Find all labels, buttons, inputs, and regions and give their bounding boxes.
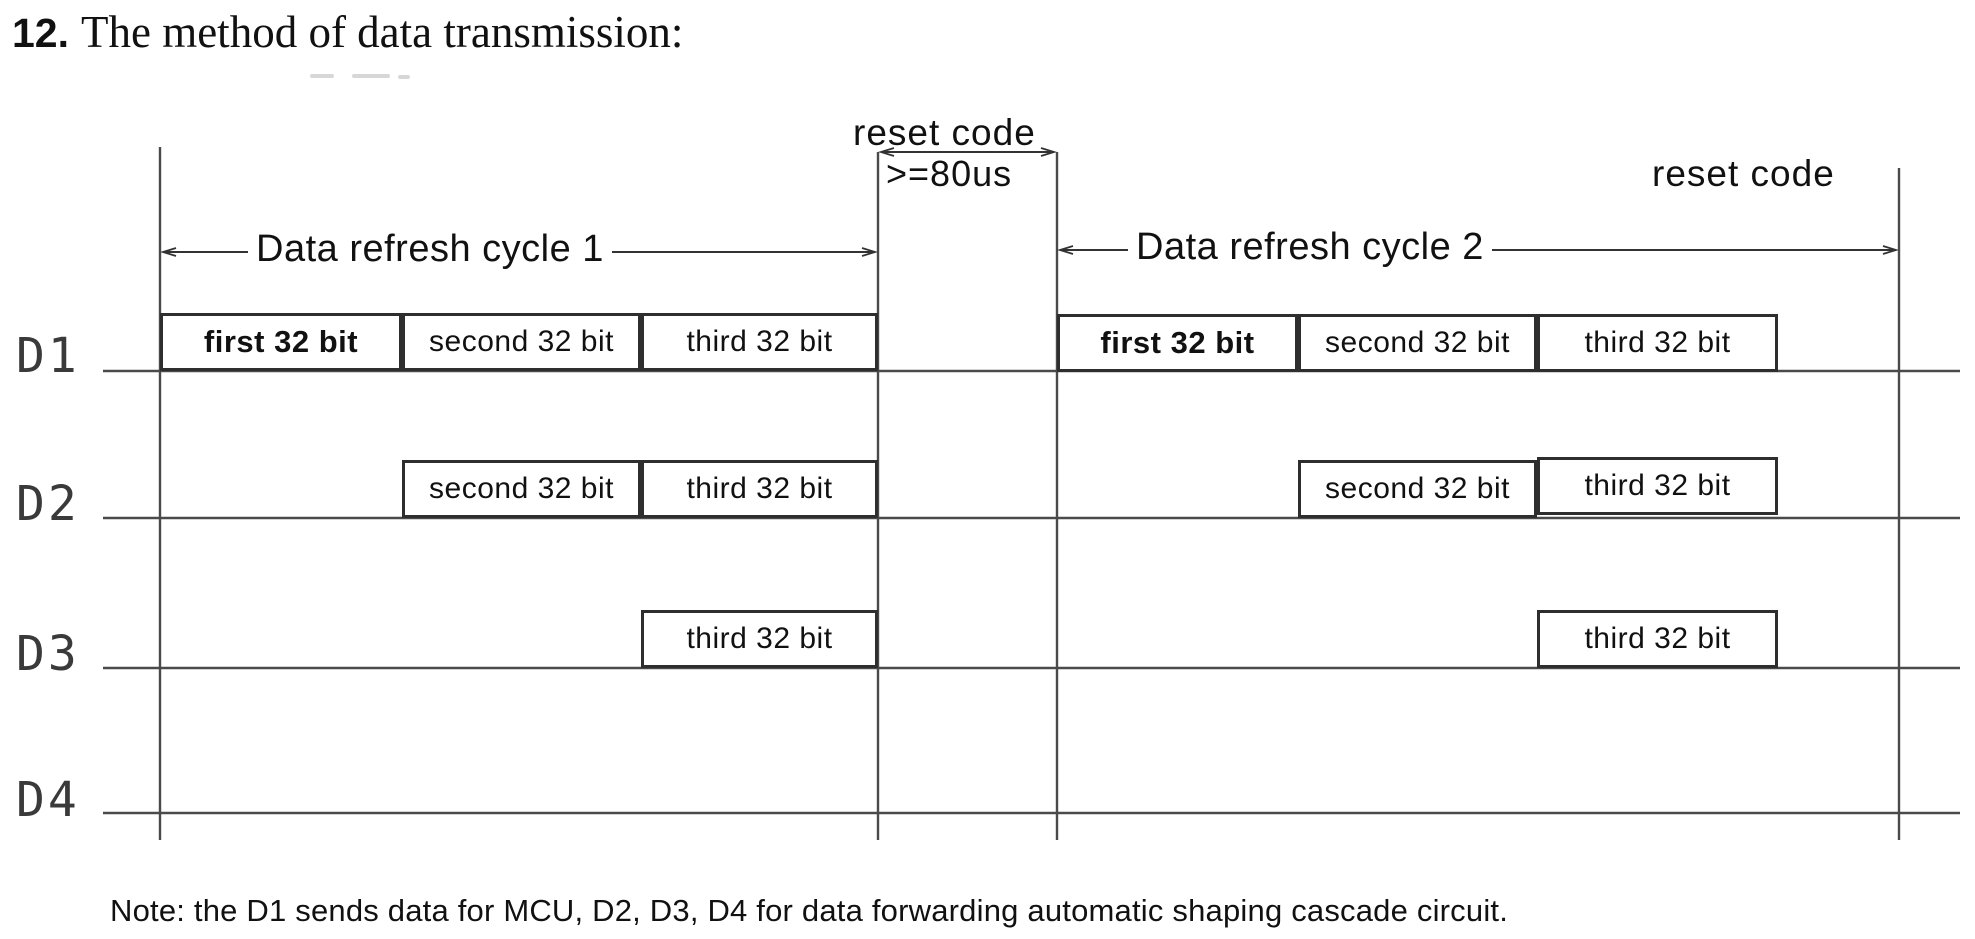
signal-baselines [103, 369, 1960, 815]
d1-cycle1-second-32bit-box: second 32 bit [402, 313, 641, 371]
section-number: 12. [12, 10, 69, 56]
section-title: 12. The method of data transmission: [12, 6, 683, 58]
d2-cycle1-second-32bit-box: second 32 bit [402, 460, 641, 518]
scan-smudge [352, 74, 390, 78]
d3-cycle2-third-32bit-box: third 32 bit [1537, 610, 1778, 668]
d1-cycle1-first-32bit-box: first 32 bit [160, 313, 402, 371]
row-label-d4: D4 [16, 772, 80, 828]
d1-cycle2-third-32bit-box: third 32 bit [1537, 314, 1778, 372]
cycle1-label: Data refresh cycle 1 [248, 228, 612, 271]
d3-cycle1-third-32bit-box: third 32 bit [641, 610, 878, 668]
reset-code-top-label: reset code [853, 112, 1036, 153]
row-label-d3: D3 [16, 626, 80, 682]
section-title-text: The method of data transmission: [81, 7, 684, 57]
d2-cycle2-second-32bit-box: second 32 bit [1298, 460, 1537, 518]
vertical-timeline-markers [158, 147, 1901, 840]
row-label-d1: D1 [16, 328, 80, 384]
reset-duration-label: >=80us [886, 153, 1013, 194]
scan-smudge [398, 75, 410, 79]
scan-smudge [310, 74, 334, 78]
cycle2-label: Data refresh cycle 2 [1128, 226, 1492, 269]
d1-cycle2-second-32bit-box: second 32 bit [1298, 314, 1537, 372]
row-label-d2: D2 [16, 476, 80, 532]
d2-cycle1-third-32bit-box: third 32 bit [641, 460, 878, 518]
reset-code-right-label: reset code [1652, 153, 1835, 194]
d1-cycle2-first-32bit-box: first 32 bit [1057, 314, 1298, 372]
d1-cycle1-third-32bit-box: third 32 bit [641, 313, 878, 371]
figure-note: Note: the D1 sends data for MCU, D2, D3,… [110, 893, 1509, 928]
d2-cycle2-third-32bit-box: third 32 bit [1537, 457, 1778, 515]
